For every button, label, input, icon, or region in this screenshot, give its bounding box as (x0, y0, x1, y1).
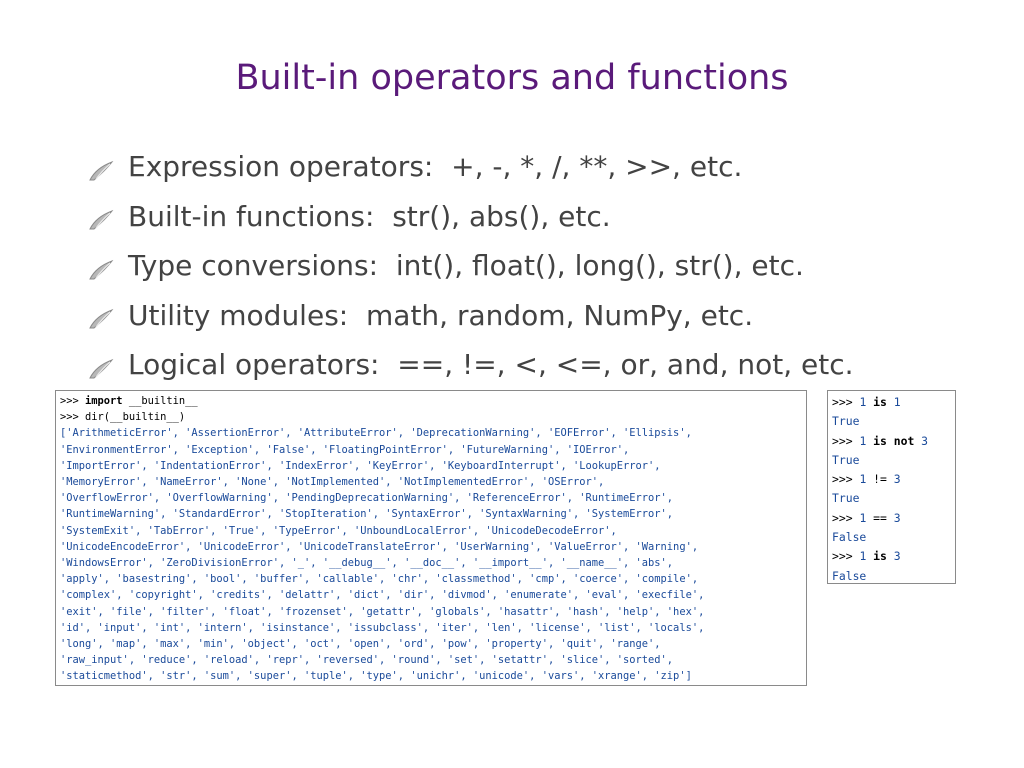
operand: 3 (893, 472, 901, 487)
comparison-line: >>> 1 != 3 (832, 470, 951, 489)
comparison-code-block: >>> 1 is 1 True >>> 1 is not 3 True >>> … (827, 390, 956, 584)
operator: is (873, 395, 887, 409)
output-line: 'apply', 'basestring', 'bool', 'buffer',… (60, 573, 699, 586)
comparison-line: >>> 1 is 3 (832, 547, 951, 566)
bullet-item: Expression operators: +, -, *, /, **, >>… (88, 142, 1008, 192)
bullet-text: Type conversions: int(), float(), long()… (128, 249, 804, 283)
comparison-line: >>> 1 is not 3 (832, 432, 951, 451)
bullet-item: Type conversions: int(), float(), long()… (88, 241, 1008, 291)
quill-bullet-icon (88, 255, 116, 280)
output-line: 'complex', 'copyright', 'credits', 'dela… (60, 589, 705, 602)
output-line: 'SystemExit', 'TabError', 'True', 'TypeE… (60, 524, 617, 537)
prompt: >>> (832, 549, 860, 564)
operand: 1 (859, 395, 867, 409)
quill-bullet-icon (88, 304, 116, 329)
output-line: 'id', 'input', 'int', 'intern', 'isinsta… (60, 621, 705, 634)
result-line: True (832, 414, 860, 429)
builtin-dir-code-block: >>> import __builtin__ >>> dir(__builtin… (55, 390, 807, 686)
result-line: True (832, 491, 860, 506)
prompt: >>> (832, 510, 860, 525)
quill-bullet-icon (88, 205, 116, 230)
operator: is (873, 549, 887, 564)
output-line: 'MemoryError', 'NameError', 'None', 'Not… (60, 476, 605, 489)
operand: 3 (921, 433, 929, 448)
bullet-text: Expression operators: +, -, *, /, **, >>… (128, 150, 743, 184)
code-text: dir(__builtin__) (85, 411, 186, 424)
operand: 1 (859, 472, 867, 487)
bullet-item: Logical operators: ==, !=, <, <=, or, an… (88, 340, 1008, 390)
output-line: 'staticmethod', 'str', 'sum', 'super', '… (60, 670, 692, 683)
code-line-dir: >>> dir(__builtin__) (60, 409, 802, 425)
operand: 3 (893, 549, 901, 564)
bullet-text: Utility modules: math, random, NumPy, et… (128, 298, 754, 332)
output-line: 'exit', 'file', 'filter', 'float', 'froz… (60, 605, 705, 618)
output-line: 'long', 'map', 'max', 'min', 'object', '… (60, 638, 661, 651)
bullet-text: Built-in functions: str(), abs(), etc. (128, 199, 611, 233)
bullet-text: Logical operators: ==, !=, <, <=, or, an… (128, 348, 854, 382)
result-line: True (832, 452, 860, 467)
output-line: 'ImportError', 'IndentationError', 'Inde… (60, 459, 661, 472)
operand: 3 (893, 510, 901, 525)
result-line: False (832, 530, 867, 545)
bullet-list: Expression operators: +, -, *, /, **, >>… (88, 142, 1008, 390)
output-line: ['ArithmeticError', 'AssertionError', 'A… (60, 427, 692, 440)
operator: == (873, 510, 887, 525)
prompt: >>> (60, 395, 86, 407)
bullet-item: Utility modules: math, random, NumPy, et… (88, 291, 1008, 341)
prompt: >>> (832, 395, 860, 409)
output-line: 'OverflowError', 'OverflowWarning', 'Pen… (60, 492, 674, 505)
prompt: >>> (832, 433, 860, 448)
slide-title: Built-in operators and functions (235, 58, 789, 98)
operator: is not (873, 433, 915, 448)
prompt: >>> (832, 472, 860, 487)
operand: 1 (859, 433, 867, 448)
output-line: 'RuntimeWarning', 'StandardError', 'Stop… (60, 508, 674, 521)
output-line: 'raw_input', 'reduce', 'reload', 'repr',… (60, 654, 674, 667)
comparison-line: >>> 1 == 3 (832, 509, 951, 528)
operand: 1 (859, 549, 867, 564)
comparison-line: >>> 1 is 1 (832, 393, 951, 412)
keyword: import (85, 395, 123, 407)
operand: 1 (859, 510, 867, 525)
operator: != (873, 472, 887, 487)
prompt: >>> (60, 411, 86, 424)
quill-bullet-icon (88, 354, 116, 379)
code-text: __builtin__ (122, 395, 198, 407)
code-line-import: >>> import __builtin__ (60, 393, 802, 409)
operand: 1 (893, 395, 901, 409)
result-line: False (832, 568, 867, 583)
output-line: 'EnvironmentError', 'Exception', 'False'… (60, 443, 630, 456)
output-line: 'WindowsError', 'ZeroDivisionError', '_'… (60, 557, 674, 570)
output-line: 'UnicodeEncodeError', 'UnicodeError', 'U… (60, 540, 699, 553)
bullet-item: Built-in functions: str(), abs(), etc. (88, 192, 1008, 242)
quill-bullet-icon (88, 156, 116, 181)
